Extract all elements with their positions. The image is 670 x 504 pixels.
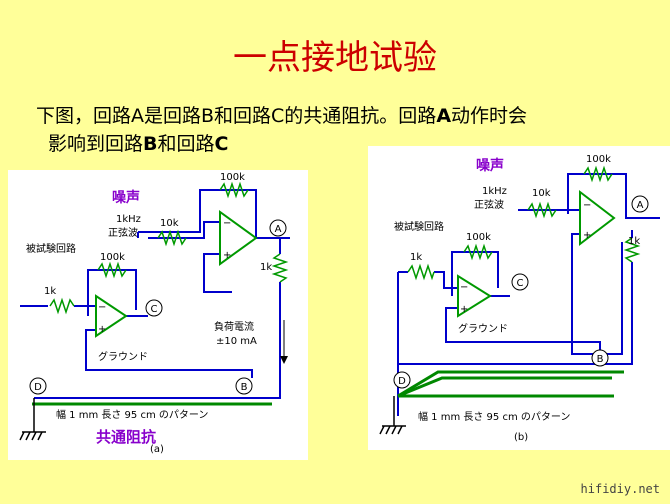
diagram-a-node-b bbox=[235, 377, 253, 395]
diagram-b-upper-plus-sign: + bbox=[583, 230, 591, 241]
diagram-b-circuit: A C D B − + − + 噪声 1kHz 正弦波 10k 100k 100… bbox=[379, 154, 660, 443]
diagram-a-r-100k-lower-label: 100k bbox=[100, 252, 125, 263]
diagram-a-resistor-10k bbox=[157, 229, 187, 247]
diagram-a-upper-output-wire bbox=[138, 189, 290, 239]
diagram-b-ground-label: グラウンド bbox=[458, 322, 508, 335]
diagram-b-load-return-wire bbox=[398, 262, 633, 365]
diagram-b-pattern-label: 幅 1 mm 長さ 95 cm のパターン bbox=[418, 410, 570, 423]
diagram-a-sub-label: (a) bbox=[150, 444, 164, 455]
diagram-b-node-c bbox=[511, 273, 529, 291]
diagram-b-lower-opamp bbox=[457, 274, 492, 318]
diagram-a-upper-opamp bbox=[219, 210, 258, 266]
diagram-a-noise-label: 噪声 bbox=[112, 189, 140, 206]
diagram-a-common-impedance-label: 共通阻抗 bbox=[96, 428, 156, 446]
diagram-a-upper-plus-sign: + bbox=[223, 250, 231, 261]
diagram-a-r-100k-top-label: 100k bbox=[220, 172, 245, 183]
diagram-b-resistor-10k bbox=[527, 201, 557, 219]
diagram-b-circuit-label: 被試験回路 bbox=[394, 220, 444, 233]
diagram-b-r-100k-top-label: 100k bbox=[586, 154, 611, 165]
diagram-b-node-c-label: C bbox=[517, 278, 524, 289]
diagram-b-node-b-label: B bbox=[597, 354, 604, 365]
diagram-a-lower-plus-sign: + bbox=[98, 324, 106, 335]
diagram-b-r-1k-input-label: 1k bbox=[410, 252, 422, 263]
diagram-a-r-1k-input-label: 1k bbox=[44, 286, 56, 297]
diagram-b-lower-ground-wire bbox=[445, 307, 601, 352]
diagram-b-r-1k-load-label: 1k bbox=[628, 236, 640, 247]
diagram-b-resistor-100k-lower bbox=[463, 243, 493, 261]
diagram-b-lower-plus-sign: + bbox=[460, 304, 468, 315]
diagram-b-node-d bbox=[393, 371, 411, 389]
diagram-b-lower-feedback-wire bbox=[451, 251, 499, 296]
diagram-b-source-label-2: 正弦波 bbox=[474, 198, 504, 211]
diagram-a-node-c-label: C bbox=[151, 304, 158, 315]
diagram-b-upper-plus-wire bbox=[571, 233, 623, 355]
diagram-b-ground-symbol bbox=[379, 396, 406, 435]
diagram-b-node-a-label: A bbox=[637, 200, 644, 211]
diagram-b-noise-label: 噪声 bbox=[476, 157, 504, 174]
diagram-b-trace-1 bbox=[397, 370, 624, 398]
diagram-b-r-100k-lower-label: 100k bbox=[466, 232, 491, 243]
diagram-a-lower-opamp bbox=[95, 294, 128, 338]
diagram-a-node-b-label: B bbox=[241, 382, 248, 393]
diagram-a-load-current-1: 負荷電流 bbox=[214, 320, 254, 333]
slide-title: 一点接地试验 bbox=[233, 38, 437, 78]
watermark: hifidiy.net bbox=[580, 482, 660, 496]
diagram-a-node-a bbox=[269, 219, 287, 237]
diagram-a-resistor-1k-load bbox=[271, 253, 289, 283]
diagram-b-node-d-label: D bbox=[398, 376, 406, 387]
diagram-a-circuit: A C D B − + − + 噪声 1kHz 正弦波 10k 100k 100… bbox=[19, 172, 290, 455]
diagram-a-node-d-label: D bbox=[34, 382, 42, 393]
diagram-b-star-traces bbox=[397, 370, 624, 398]
diagram-a-ground-symbol bbox=[19, 398, 46, 441]
diagram-b-upper-output-wire bbox=[567, 173, 660, 219]
diagram-a-load-return-wire bbox=[34, 282, 281, 399]
diagram-b-resistor-1k-load bbox=[623, 237, 641, 263]
diagram-a-source-label-1: 1kHz bbox=[116, 214, 141, 225]
diagram-a-pattern-label: 幅 1 mm 長さ 95 cm のパターン bbox=[56, 408, 208, 421]
diagram-b-resistor-1k-input bbox=[407, 263, 435, 281]
diagram-a-node-a-label: A bbox=[275, 224, 282, 235]
diagram-a-panel: A C D B − + − + 噪声 1kHz 正弦波 10k 100k 100… bbox=[8, 170, 308, 460]
diagram-a-source-label-2: 正弦波 bbox=[108, 226, 138, 239]
diagram-b-trace-2 bbox=[397, 376, 612, 398]
diagram-a-lower-minus-sign: − bbox=[98, 302, 106, 313]
diagram-a-circuit-label: 被試験回路 bbox=[26, 242, 76, 255]
diagram-b-upper-opamp bbox=[579, 189, 616, 247]
diagram-a-r-10k-label: 10k bbox=[160, 218, 179, 229]
diagram-a-upper-plus-wire bbox=[203, 253, 232, 293]
diagram-b-sub-label: (b) bbox=[514, 432, 528, 443]
diagram-b-r-10k-label: 10k bbox=[532, 188, 551, 199]
diagram-a-resistor-100k-top bbox=[219, 181, 249, 199]
diagram-b-resistor-100k-top bbox=[583, 165, 613, 183]
diagram-a-wires bbox=[20, 189, 290, 399]
diagram-b-node-b bbox=[591, 349, 609, 367]
diagram-a-resistor-100k-lower bbox=[97, 261, 127, 279]
diagram-a-current-arrowhead bbox=[280, 356, 288, 364]
diagram-b-lower-minus-sign: − bbox=[460, 282, 468, 293]
description-line-1: 下图，回路A是回路B和回路C的共通阻抗。回路A动作时会 bbox=[36, 105, 528, 127]
diagram-a-node-d bbox=[29, 377, 47, 395]
diagram-a-r-1k-load-label: 1k bbox=[260, 262, 272, 273]
diagram-a-resistor-1k-input bbox=[49, 297, 75, 315]
description-line-2: 影响到回路B和回路C bbox=[48, 133, 229, 155]
diagram-b-source-label-1: 1kHz bbox=[482, 186, 507, 197]
diagram-b-lower-minus-wire bbox=[434, 271, 458, 289]
diagram-a-load-current-2: ±10 mA bbox=[216, 336, 257, 347]
diagram-a-ground-label: グラウンド bbox=[98, 350, 148, 363]
diagram-b-upper-minus-sign: − bbox=[583, 200, 591, 211]
diagram-b-wires bbox=[397, 173, 660, 416]
diagram-a-upper-minus-sign: − bbox=[223, 218, 231, 229]
diagram-a-node-c bbox=[145, 299, 163, 317]
diagram-b-panel: A C D B − + − + 噪声 1kHz 正弦波 10k 100k 100… bbox=[368, 146, 670, 450]
diagram-a-lower-ground-wire bbox=[85, 329, 253, 378]
slide-description: 下图，回路A是回路B和回路C的共通阻抗。回路A动作时会 影响到回路B和回路C bbox=[36, 102, 646, 158]
diagram-b-node-a bbox=[631, 195, 649, 213]
